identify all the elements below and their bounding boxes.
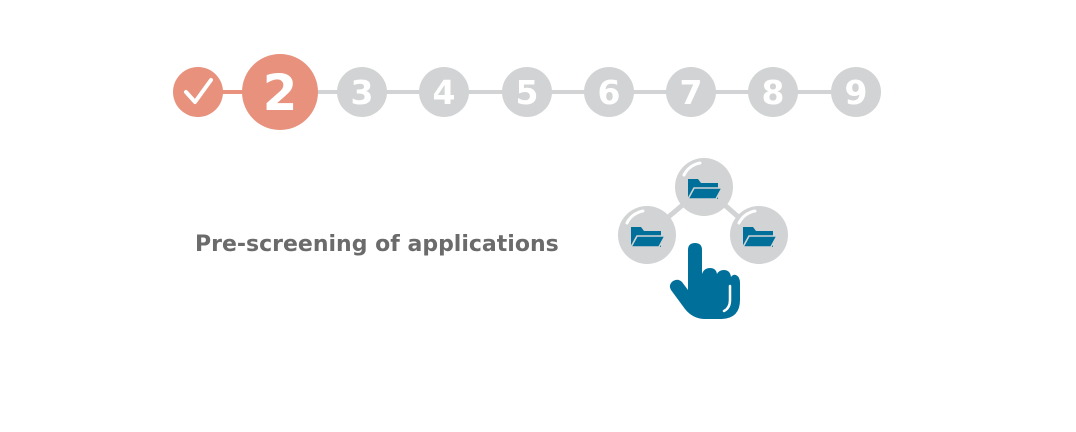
folder-node-left	[618, 206, 676, 264]
pointing-hand-icon	[669, 243, 740, 319]
step-description: Pre-screening of applications	[195, 232, 559, 257]
step-label: 8	[762, 73, 785, 112]
step-1-completed	[173, 67, 223, 117]
step-label: 9	[845, 73, 868, 112]
step-label: 7	[680, 73, 703, 112]
folder-node-right	[730, 206, 788, 264]
step-label: 4	[433, 73, 456, 112]
checkmark-icon	[184, 78, 213, 104]
step-7: 7	[666, 67, 716, 117]
step-label: 6	[598, 73, 621, 112]
step-label: 2	[263, 64, 298, 122]
step-3: 3	[337, 67, 387, 117]
step-8: 8	[748, 67, 798, 117]
step-4: 4	[419, 67, 469, 117]
step-progress-indicator: 2 3 4 5 6 7 8 9	[173, 54, 881, 130]
folder-node-top	[675, 158, 733, 216]
step-2-current: 2	[242, 54, 318, 130]
step-9: 9	[831, 67, 881, 117]
step-label: 5	[516, 73, 539, 112]
step-label: 3	[351, 73, 374, 112]
step-5: 5	[502, 67, 552, 117]
step-6: 6	[584, 67, 634, 117]
